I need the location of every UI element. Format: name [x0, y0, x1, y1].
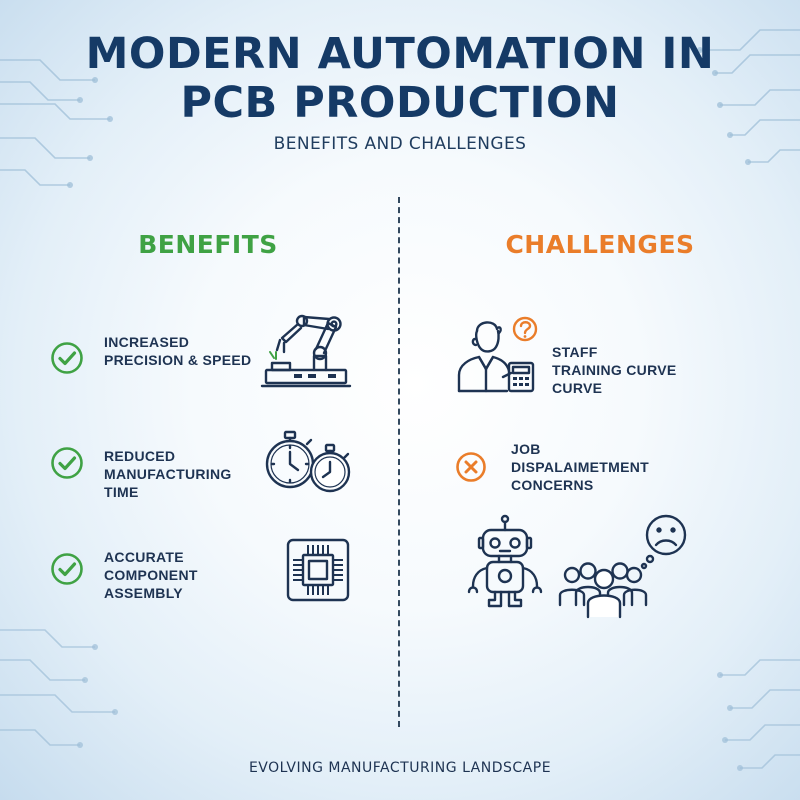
- title-line-2: PCB PRODUCTION: [180, 78, 620, 128]
- benefit-time-label: REDUCED MANUFACTURING TIME: [104, 448, 232, 500]
- challenge-training-label: STAFF TRAINING CURVE CURVE: [552, 344, 677, 396]
- title-line-1: MODERN AUTOMATION IN: [85, 29, 715, 79]
- benefit-precision-label: INCREASED PRECISION & SPEED: [104, 334, 252, 368]
- circuit-pattern-top-right: [697, 29, 800, 165]
- page-subtitle: BENEFITS AND CHALLENGES: [273, 134, 527, 154]
- check-circle-icon: [51, 447, 83, 479]
- challenges-heading: CHALLENGES: [505, 230, 695, 259]
- footer-tagline: EVOLVING MANUFACTURING LANDSCAPE: [248, 760, 552, 776]
- worried-crowd-icon: [558, 514, 687, 619]
- column-divider: [398, 197, 400, 727]
- x-circle-icon: [456, 452, 486, 482]
- stopwatch-icon: [265, 430, 351, 493]
- benefit-assembly-label: ACCURATE COMPONENT ASSEMBLY: [104, 549, 198, 601]
- benefits-heading: BENEFITS: [138, 230, 278, 259]
- microchip-icon: [286, 538, 350, 602]
- challenge-job-label: JOB DISPALAIMETMENT CONCERNS: [511, 441, 650, 493]
- page-title: MODERN AUTOMATION IN PCB PRODUCTION: [0, 30, 800, 128]
- check-circle-icon: [51, 342, 83, 374]
- confused-worker-icon: [457, 316, 538, 393]
- circuit-pattern-bottom-left: [0, 629, 118, 748]
- circuit-pattern-top-left: [0, 59, 113, 188]
- check-circle-icon: [51, 553, 83, 585]
- robotic-arm-icon: [260, 314, 352, 388]
- robot-icon: [467, 514, 543, 608]
- circuit-pattern-bottom-right: [717, 659, 800, 771]
